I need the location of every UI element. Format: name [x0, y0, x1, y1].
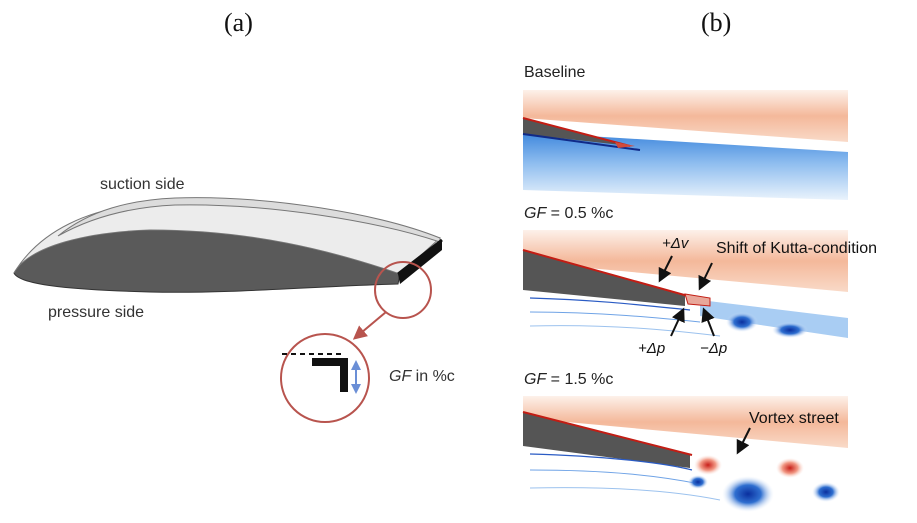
vortex-red-2 [776, 458, 804, 478]
panel-b-label: (b) [701, 8, 732, 37]
gf05-wake [700, 300, 848, 338]
gf-variable: GF [389, 368, 412, 385]
annotation-kutta: Shift of Kutta-condition [716, 240, 877, 257]
magnifier [280, 261, 432, 423]
gf15-warm-band [523, 396, 848, 448]
annotation-delta-p-plus: +Δp [638, 340, 666, 357]
plot-title-gf-05-text: = 0.5 %c [546, 205, 614, 222]
gf-unit: in %c [411, 368, 455, 385]
plot-title-gf-15-text: = 1.5 %c [546, 371, 614, 388]
panel-a-label: (a) [224, 8, 253, 37]
plot-title-gf-05: GF = 0.5 %c [524, 205, 613, 223]
plot-title-gf-15-var: GF [524, 371, 547, 388]
gurney-flap-detail [312, 358, 348, 392]
annotation-vortex-street: Vortex street [749, 410, 839, 427]
gf-label: GF in %c [389, 368, 455, 386]
flow-field-gf-05 [522, 230, 848, 355]
plot-title-baseline-text: Baseline [524, 64, 586, 81]
annotation-delta-v: +Δv [662, 235, 689, 252]
arrow-delta-p-minus [701, 307, 715, 337]
flow-field-gf-15 [522, 396, 848, 516]
gf15-airfoil [523, 412, 690, 468]
zoom-source-circle [374, 261, 432, 319]
baseline-warm-band [523, 90, 848, 142]
annotation-arrows [658, 255, 751, 455]
annotation-delta-p-minus: −Δp [700, 340, 728, 357]
arrow-kutta [698, 262, 713, 291]
gurney-flap-top [397, 238, 443, 276]
plot-title-baseline: Baseline [524, 64, 585, 82]
gurney-flap-edge [398, 240, 442, 284]
airfoil-3d [13, 197, 443, 293]
arrow-delta-v [658, 255, 673, 283]
vortex-blue-main [722, 476, 774, 512]
vortex-red [694, 455, 722, 475]
baseline-cool-band [523, 132, 848, 200]
arrow-vortex [736, 427, 751, 455]
gf05-airfoil [523, 250, 685, 306]
zoom-detail-circle [280, 333, 370, 423]
zoom-connector-arrow [352, 311, 387, 340]
vortex-blue-2 [812, 482, 840, 502]
pressure-side-label: pressure side [48, 304, 145, 321]
plot-title-gf-05-var: GF [524, 205, 547, 222]
suction-side-label: suction side [100, 176, 185, 193]
gf05-warm-band [523, 230, 848, 292]
flow-field-baseline [522, 90, 848, 200]
plot-title-gf-15: GF = 1.5 %c [524, 371, 613, 389]
arrow-delta-p-plus [670, 307, 685, 337]
